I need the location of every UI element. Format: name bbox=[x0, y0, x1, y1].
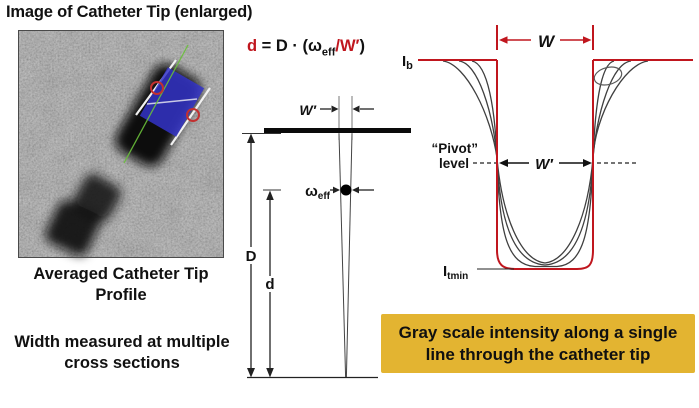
omega-arrows bbox=[330, 186, 374, 194]
callout-line: Gray scale intensity along a single bbox=[398, 322, 678, 342]
formula-d: d bbox=[247, 37, 258, 55]
formula-close-paren: ) bbox=[359, 37, 366, 55]
Ib-label: Ib bbox=[402, 53, 413, 72]
caption-line: Profile bbox=[95, 286, 147, 304]
focal-spot-dot bbox=[340, 184, 352, 196]
red-ideal-profile bbox=[418, 59, 693, 270]
roi-cross-line bbox=[146, 98, 198, 105]
formula-slash-wprime: /W′ bbox=[335, 37, 360, 55]
grip-circle-left bbox=[150, 81, 164, 95]
wprime-label-graph: W′ bbox=[535, 156, 554, 173]
d-label: d bbox=[265, 276, 274, 293]
figure-title: Image of Catheter Tip (enlarged) bbox=[6, 3, 253, 21]
measure-edge-line-right bbox=[170, 87, 211, 146]
pivot-label-line1: “Pivot” bbox=[431, 141, 478, 156]
image-border bbox=[18, 30, 224, 258]
magnification-diagram: W′ D d ωeff bbox=[242, 96, 411, 379]
W-arrows bbox=[499, 36, 592, 44]
callout-box: Gray scale intensity along a single line… bbox=[381, 314, 695, 373]
Itmin-label: Itmin bbox=[443, 263, 468, 282]
omega-eff-label: ωeff bbox=[305, 183, 331, 202]
D-label: D bbox=[246, 248, 257, 265]
formula-mid: = D · (ω bbox=[257, 37, 322, 55]
pivot-label-line2: level bbox=[439, 156, 469, 171]
wprime-label: W′ bbox=[299, 102, 316, 118]
grip-circle-right bbox=[186, 108, 200, 122]
W-label: W bbox=[538, 32, 556, 51]
caption-line: Averaged Catheter Tip bbox=[33, 265, 209, 283]
d-label-bg bbox=[261, 276, 279, 292]
gray-profile-curves bbox=[442, 60, 649, 268]
highlight-ellipse bbox=[593, 66, 623, 86]
caption-averaged-profile: Averaged Catheter Tip Profile bbox=[8, 264, 234, 306]
caption-width-measured: Width measured at multiple cross section… bbox=[2, 332, 242, 374]
caption-line: Width measured at multiple bbox=[14, 333, 230, 351]
wprime-arrows bbox=[320, 105, 374, 113]
caption-line: cross sections bbox=[64, 354, 180, 372]
D-label-bg bbox=[242, 247, 260, 264]
formula: d = D · (ωeff/W′) bbox=[247, 37, 365, 58]
catheter-image bbox=[18, 30, 224, 258]
wprime-arrows-graph bbox=[499, 159, 592, 167]
formula-sub-eff: eff bbox=[321, 46, 336, 59]
intensity-profile-graph: W Ib “Pivot” level W′ Itmin bbox=[402, 25, 693, 282]
callout-line: line through the catheter tip bbox=[425, 344, 651, 364]
ray-right bbox=[345, 133, 353, 378]
ray-left bbox=[338, 133, 347, 378]
axis-green-line bbox=[123, 44, 189, 164]
